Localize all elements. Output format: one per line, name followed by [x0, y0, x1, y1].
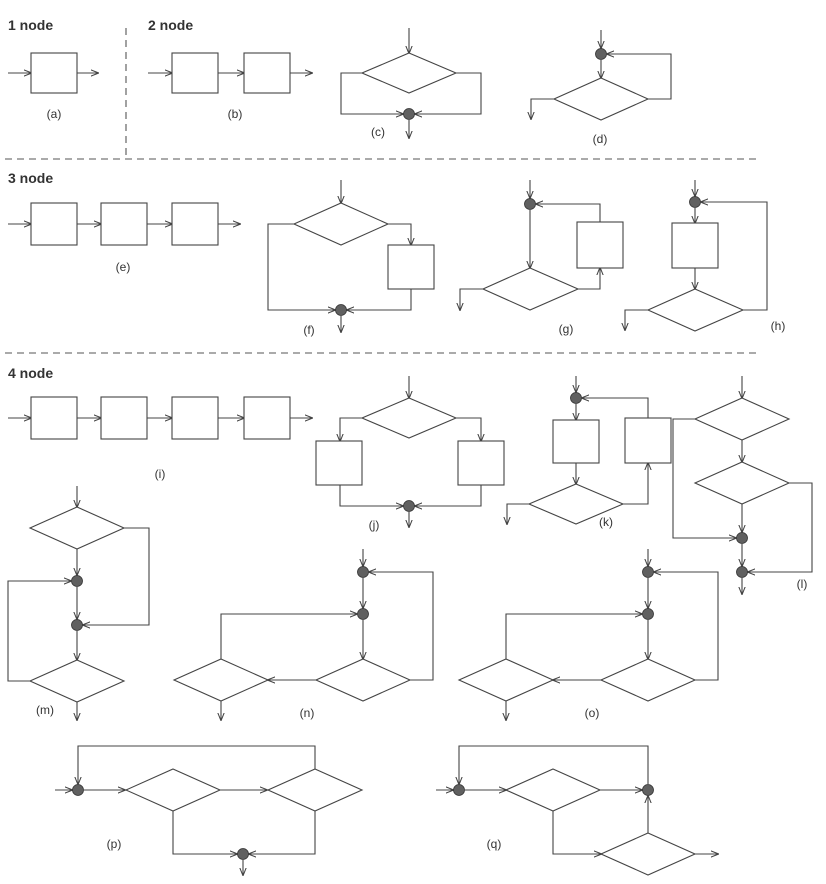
diagram-e: (e)	[8, 202, 240, 274]
diagram-p: (p)	[55, 745, 364, 875]
diagram-l: (l)	[672, 376, 813, 594]
diagram-d: (d)	[531, 30, 672, 146]
section-header-3-node: 3 node	[8, 170, 53, 186]
diagram-a: (a)	[8, 52, 98, 121]
section-header-2-node: 2 node	[148, 17, 193, 33]
label-d: (d)	[593, 132, 608, 146]
label-m: (m)	[36, 703, 54, 717]
diagram-q: (q)	[436, 745, 718, 876]
diagram-i: (i)	[8, 396, 312, 481]
label-f: (f)	[303, 323, 314, 337]
label-p: (p)	[107, 837, 122, 851]
label-o: (o)	[585, 706, 600, 720]
label-q: (q)	[487, 837, 502, 851]
label-n: (n)	[300, 706, 315, 720]
diagram-h: (h)	[625, 180, 785, 333]
diagram-k: (k)	[507, 376, 672, 529]
diagram-b: (b)	[148, 52, 312, 121]
diagram-g: (g)	[460, 180, 624, 336]
label-h: (h)	[771, 319, 786, 333]
label-g: (g)	[559, 322, 574, 336]
diagram-f: (f)	[267, 180, 435, 337]
diagram-m: (m)	[7, 486, 150, 720]
section-header-4-node: 4 node	[8, 365, 53, 381]
label-a: (a)	[47, 107, 62, 121]
label-c: (c)	[371, 125, 385, 139]
label-b: (b)	[228, 107, 243, 121]
label-e: (e)	[116, 260, 131, 274]
label-i: (i)	[155, 467, 166, 481]
section-header-1-node: 1 node	[8, 17, 53, 33]
diagram-j: (j)	[315, 376, 505, 532]
diagram-o: (o)	[457, 549, 719, 720]
diagram-c: (c)	[340, 28, 482, 139]
label-j: (j)	[369, 518, 380, 532]
label-l: (l)	[797, 577, 808, 591]
diagram-n: (n)	[172, 549, 434, 720]
label-k: (k)	[599, 515, 613, 529]
